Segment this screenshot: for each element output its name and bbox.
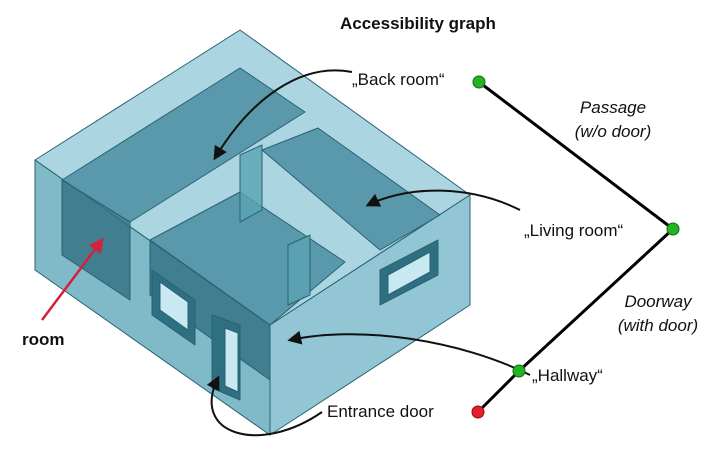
entrance-door-pointer-arrow bbox=[206, 375, 323, 437]
living-room-block bbox=[261, 127, 441, 251]
graph-edge-doorway bbox=[517, 227, 675, 373]
back-room-label: „Back room“ bbox=[352, 70, 445, 89]
building-model bbox=[34, 29, 471, 436]
graph-node-entrance-door bbox=[471, 405, 485, 419]
diagram-title: Accessibility graph bbox=[340, 14, 496, 33]
entrance-door-label: Entrance door bbox=[327, 402, 434, 421]
room-pointer-arrow bbox=[41, 237, 104, 321]
graph-edge-passage bbox=[478, 80, 674, 231]
entrance-door-glass bbox=[224, 327, 239, 393]
graph-edge-entrance bbox=[476, 369, 521, 414]
doorway-edge-label: Doorway (with door) bbox=[603, 290, 713, 338]
window-left-glass bbox=[159, 281, 189, 331]
passage-edge-label-line1: Passage bbox=[579, 98, 647, 117]
hallway-label: „Hallway“ bbox=[532, 366, 603, 385]
interior-wall bbox=[239, 144, 263, 223]
living-room-label: „Living room“ bbox=[524, 221, 624, 240]
graph-node-back-room bbox=[472, 75, 486, 89]
doorway-edge-label-line2: (with door) bbox=[617, 316, 699, 335]
room-label: room bbox=[22, 330, 65, 349]
interior-wall bbox=[287, 234, 311, 306]
graph-node-hallway bbox=[512, 364, 526, 378]
graph-node-living-room bbox=[666, 222, 680, 236]
living-room-pointer-arrow bbox=[365, 189, 521, 211]
hallway-pointer-arrow bbox=[287, 330, 531, 376]
doorway-edge-label-line1: Doorway bbox=[624, 292, 692, 311]
window-right-glass bbox=[387, 251, 431, 296]
back-room-pointer-arrow bbox=[213, 69, 353, 161]
passage-edge-label-line2: (w/o door) bbox=[574, 122, 652, 141]
passage-edge-label: Passage (w/o door) bbox=[568, 96, 658, 144]
